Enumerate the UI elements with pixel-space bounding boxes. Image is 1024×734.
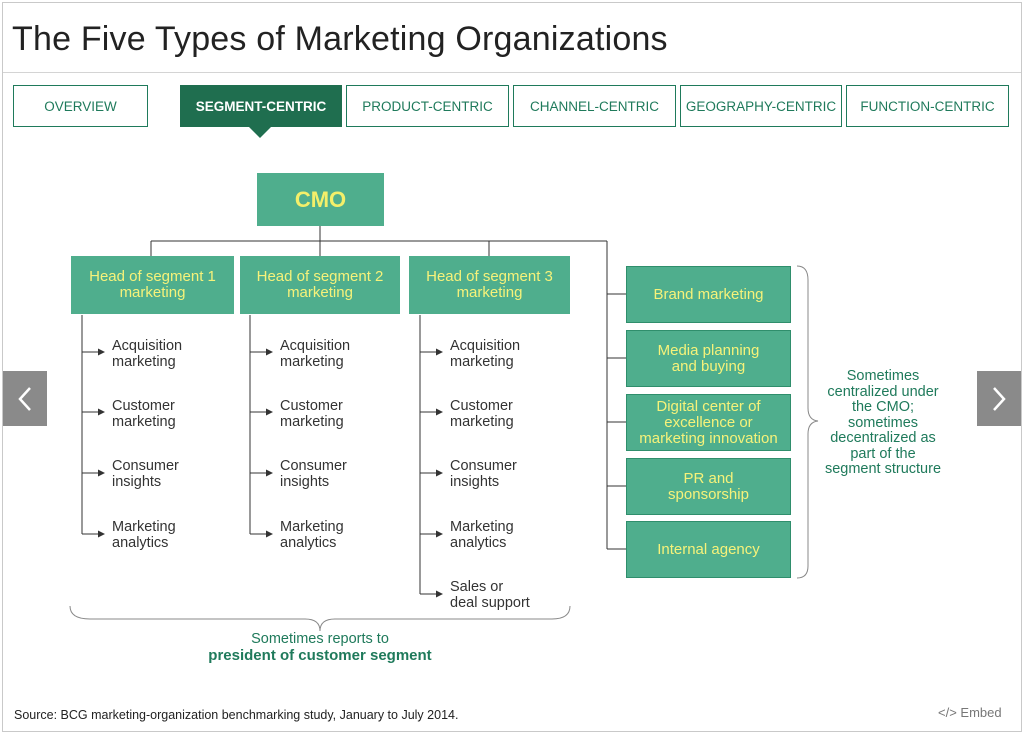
source-note: Source: BCG marketing-organization bench… [14,708,459,722]
tab-product-centric[interactable]: PRODUCT-CENTRIC [346,85,509,127]
tab-segment-centric[interactable]: SEGMENT-CENTRIC [180,85,342,127]
bottom-brace [69,605,571,632]
bottom-brace-note: Sometimes reports to president of custom… [170,631,470,664]
segment-3-role: Customer marketing [450,398,514,430]
central-function-box: PR and sponsorship [626,458,791,515]
tab-overview[interactable]: OVERVIEW [13,85,148,127]
active-tab-pointer [248,126,272,138]
chevron-left-icon [18,386,31,411]
segment-2-role: Customer marketing [280,398,344,430]
embed-label: Embed [960,705,1002,720]
central-function-box: Brand marketing [626,266,791,323]
central-function-box: Internal agency [626,521,791,578]
right-brace [796,265,819,579]
segment-1-role: Customer marketing [112,398,176,430]
bottom-note-line-1: Sometimes reports to [251,631,389,647]
segment-3-role: Consumer insights [450,458,517,490]
segment-3-role: Sales or deal support [450,579,530,611]
next-slide-button[interactable] [977,371,1021,426]
segment-1-role: Consumer insights [112,458,179,490]
central-function-box: Digital center of excellence or marketin… [626,394,791,451]
segment-3-head-box: Head of segment 3 marketing [409,256,570,314]
central-function-box: Media planning and buying [626,330,791,387]
right-brace-note: Sometimes centralized under the CMO; som… [824,368,942,477]
segment-2-head-box: Head of segment 2 marketing [240,256,400,314]
segment-2-role: Consumer insights [280,458,347,490]
bottom-note-line-2: president of customer segment [208,646,432,664]
segment-2-role: Marketing analytics [280,519,344,551]
tab-geography-centric[interactable]: GEOGRAPHY-CENTRIC [680,85,842,127]
tab-channel-centric[interactable]: CHANNEL-CENTRIC [513,85,676,127]
tab-function-centric[interactable]: FUNCTION-CENTRIC [846,85,1009,127]
chevron-right-icon [993,386,1006,411]
cmo-box: CMO [257,173,384,226]
embed-button[interactable]: </> Embed [938,705,1002,720]
segment-2-role: Acquisition marketing [280,338,351,370]
segment-1-role: Marketing analytics [112,519,176,551]
page-title: The Five Types of Marketing Organization… [12,20,668,58]
title-divider [3,72,1021,73]
segment-1-role: Acquisition marketing [112,338,183,370]
segment-3-role: Marketing analytics [450,519,514,551]
segment-3-role: Acquisition marketing [450,338,521,370]
code-icon: </> [938,705,957,720]
prev-slide-button[interactable] [3,371,47,426]
segment-1-head-box: Head of segment 1 marketing [71,256,234,314]
